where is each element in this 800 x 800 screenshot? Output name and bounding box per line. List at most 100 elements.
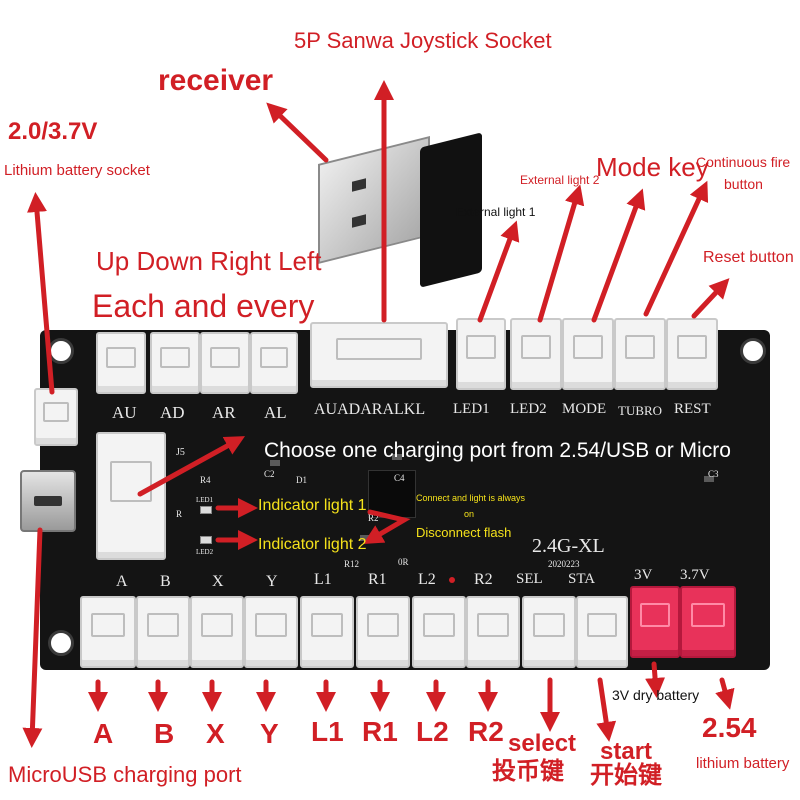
- label-select: select: [508, 730, 577, 757]
- label-start: start: [600, 738, 653, 765]
- label-btn-x: X: [206, 718, 225, 749]
- silk-date: 2020223: [548, 559, 580, 569]
- connector-y: [244, 596, 298, 668]
- connector-x: [190, 596, 244, 668]
- label-mode-key: Mode key: [596, 152, 709, 182]
- silk-rest: REST: [674, 401, 711, 417]
- indicator-led-2: [200, 536, 212, 544]
- arrow-mode-key: [591, 188, 646, 323]
- silk-mode: MODE: [562, 401, 607, 417]
- dongle-metal-plug: [318, 136, 430, 264]
- label-btn-y: Y: [260, 718, 279, 749]
- label-indicator-1: Indicator light 1: [258, 497, 367, 514]
- label-connect-always-on-1: Connect and light is always: [416, 493, 526, 503]
- label-reset-button: Reset button: [703, 249, 794, 266]
- connector-3-7v: [680, 586, 736, 658]
- silk-au: AU: [112, 403, 137, 422]
- connector-3v: [630, 586, 680, 658]
- label-charging-port-choice: Choose one charging port from 2.54/USB o…: [264, 439, 731, 462]
- arrow-continuous-fire: [643, 180, 709, 317]
- smd-component: [392, 454, 402, 460]
- silk-j5: J5: [176, 447, 185, 458]
- label-connect-always-on-2: on: [464, 509, 475, 519]
- silk-l2: L2: [418, 571, 436, 588]
- label-continuous-fire-2: button: [724, 176, 763, 192]
- joystick-socket: [310, 322, 448, 388]
- silk-joystick: AUADARALKL: [314, 401, 426, 418]
- connector-b: [136, 596, 190, 668]
- silk-3v: 3V: [634, 567, 653, 583]
- connector-l2: [412, 596, 466, 668]
- label-external-light-2: External light 2: [520, 173, 600, 187]
- connector-led1: [456, 318, 506, 390]
- connector-sta: [576, 596, 628, 668]
- connector-reset: [666, 318, 718, 390]
- label-continuous-fire-1: Continuous fire: [696, 154, 791, 170]
- label-external-light-1: External light 1: [456, 205, 536, 219]
- label-joystick-socket: 5P Sanwa Joystick Socket: [294, 28, 552, 53]
- label-select-cn: 投币键: [492, 758, 564, 785]
- silk-led1-small: LED1: [196, 496, 214, 504]
- lithium-battery-socket: [34, 388, 78, 446]
- micro-usb-port: [20, 470, 76, 532]
- label-disconnect-flash: Disconnect flash: [416, 525, 512, 540]
- arrow-receiver: [266, 102, 329, 163]
- label-voltage: 2.0/3.7V: [8, 118, 98, 145]
- silk-y: Y: [266, 573, 278, 590]
- arrow-reset: [691, 278, 730, 319]
- label-microusb-port: MicroUSB charging port: [8, 762, 242, 787]
- connector-ar: [200, 332, 250, 394]
- silk-led2: LED2: [510, 401, 547, 417]
- smd-component: [270, 460, 280, 466]
- arrow-start: [596, 677, 617, 742]
- connector-r2: [466, 596, 520, 668]
- label-btn-b: B: [154, 718, 175, 749]
- mounting-hole: [48, 630, 74, 656]
- silk-r12: R12: [344, 559, 360, 569]
- label-each-and-every: Each and every: [92, 288, 315, 324]
- silk-x: X: [212, 573, 224, 590]
- silk-l1: L1: [314, 571, 332, 588]
- silk-sel: SEL: [516, 571, 543, 587]
- connector-sel: [522, 596, 576, 668]
- silk-c2: C2: [264, 469, 275, 479]
- silk-ad: AD: [160, 403, 185, 422]
- connector-mode: [562, 318, 614, 390]
- connector-a: [80, 596, 136, 668]
- silk-b: B: [160, 573, 171, 590]
- label-start-cn: 开始键: [590, 762, 662, 789]
- label-indicator-2: Indicator light 2: [258, 536, 367, 553]
- label-btn-r2: R2: [468, 716, 504, 747]
- connector-turbo: [614, 318, 666, 390]
- connector-l1: [300, 596, 354, 668]
- label-btn-l2: L2: [416, 716, 449, 747]
- label-254: 2.54: [702, 712, 757, 743]
- mounting-hole: [48, 338, 74, 364]
- connector-led2: [510, 318, 562, 390]
- silk-led2-small: LED2: [196, 548, 214, 556]
- label-btn-a: A: [93, 718, 114, 749]
- silk-ar: AR: [212, 403, 236, 422]
- silk-0r: 0R: [398, 557, 409, 567]
- label-battery-socket: Lithium battery socket: [4, 162, 150, 179]
- silk-3-7v: 3.7V: [680, 567, 710, 583]
- arrow-external-light-1: [477, 220, 520, 323]
- silk-d1: D1: [296, 475, 307, 485]
- controller-chip: [368, 470, 416, 518]
- label-btn-l1: L1: [311, 716, 344, 747]
- label-lithium-battery: lithium battery: [696, 755, 790, 772]
- silk-r2: R2: [474, 571, 493, 588]
- silk-c4: C4: [394, 473, 405, 483]
- smd-component: [704, 476, 714, 482]
- side-header-connector: [96, 432, 166, 560]
- connector-r1: [356, 596, 410, 668]
- label-up-down-right-left: Up Down Right Left: [96, 246, 322, 276]
- arrow-254: [715, 677, 735, 710]
- silk-model: 2.4G-XL: [532, 535, 605, 557]
- silk-a: A: [116, 573, 128, 590]
- connector-ad: [150, 332, 200, 394]
- connector-au: [96, 332, 146, 394]
- arrow-microusb: [22, 527, 43, 748]
- arrow-external-light-2: [537, 184, 585, 323]
